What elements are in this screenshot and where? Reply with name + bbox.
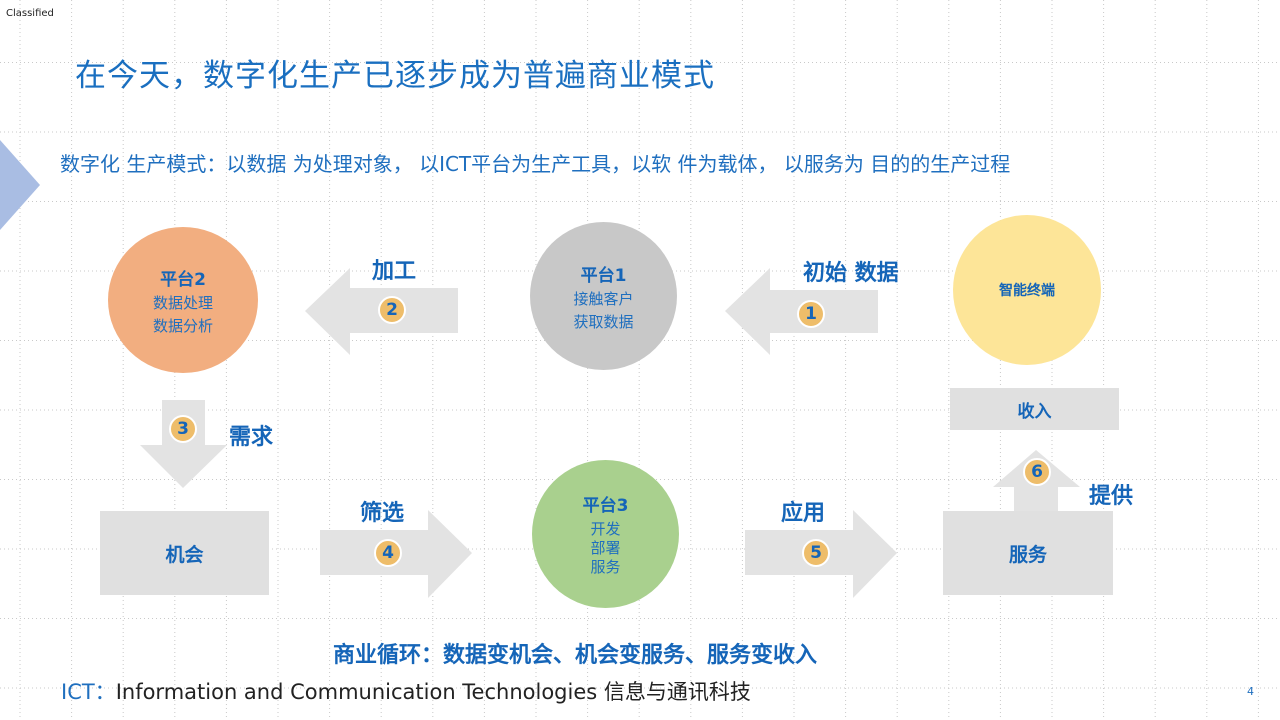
definition-text: 数字化 生产模式：以数据 为处理对象， 以ICT平台为生产工具，以软 件为载体，… — [60, 152, 1011, 176]
platform2-line: 数据处理 — [152, 293, 213, 312]
platform3-line: 开发 — [590, 520, 621, 538]
step-6-badge: 6 — [1023, 458, 1051, 486]
step-2-badge: 2 — [378, 296, 406, 324]
platform1-line: 接触客户 — [573, 289, 634, 308]
platform3-title: 平台3 — [582, 496, 629, 516]
step-3-label: 需求 — [229, 425, 274, 450]
platform3-line: 部署 — [590, 539, 621, 557]
platform3-line: 服务 — [590, 558, 621, 576]
smart-terminal-title: 智能终端 — [999, 283, 1055, 299]
step-1-label: 初始 数据 — [803, 261, 899, 286]
platform1-line: 获取数据 — [573, 312, 634, 331]
smart-terminal-circle: 智能终端 — [953, 215, 1101, 365]
ict-definition: ICT：Information and Communication Techno… — [61, 676, 751, 706]
page-number: 4 — [1247, 685, 1254, 698]
step-5-label: 应用 — [781, 501, 826, 526]
classification-label: Classified — [6, 8, 54, 19]
platform1-circle: 平台1 接触客户 获取数据 — [530, 222, 677, 370]
page-title: 在今天，数字化生产已逐步成为普遍商业模式 — [75, 58, 715, 94]
step-4-label: 筛选 — [360, 501, 405, 526]
service-box: 服务 — [943, 511, 1113, 595]
step-6-label: 提供 — [1089, 484, 1134, 509]
opportunity-box: 机会 — [100, 511, 269, 595]
platform2-title: 平台2 — [160, 269, 206, 290]
platform3-circle: 平台3 开发 部署 服务 — [532, 460, 679, 608]
ict-text: Information and Communication Technologi… — [115, 680, 751, 704]
arrow-step-3 — [140, 400, 227, 488]
section-marker-triangle — [0, 140, 40, 230]
step-1-badge: 1 — [797, 300, 825, 328]
step-3-badge: 3 — [169, 415, 197, 443]
step-5-badge: 5 — [802, 539, 830, 567]
step-2-label: 加工 — [372, 259, 417, 284]
arrow-step-6 — [993, 450, 1080, 527]
step-4-badge: 4 — [374, 539, 402, 567]
business-cycle-text: 商业循环：数据变机会、机会变服务、服务变收入 — [333, 643, 818, 668]
ict-prefix: ICT： — [61, 680, 116, 704]
platform2-line: 数据分析 — [152, 316, 213, 335]
revenue-box: 收入 — [950, 388, 1119, 430]
platform2-circle: 平台2 数据处理 数据分析 — [108, 227, 258, 373]
platform1-title: 平台1 — [580, 265, 627, 286]
